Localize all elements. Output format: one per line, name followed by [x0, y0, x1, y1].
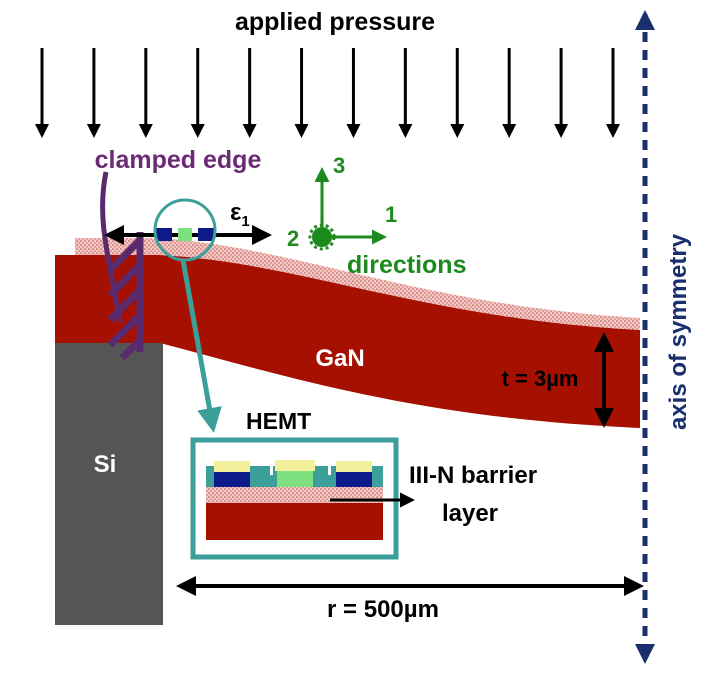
pressure-arrow	[294, 48, 309, 138]
applied-pressure-label: applied pressure	[235, 8, 435, 36]
directions-label: directions	[347, 251, 466, 279]
direction-2-label: 2	[287, 226, 299, 251]
inset-source-metal	[214, 461, 250, 472]
barrier-label-line1: III-N barrier	[409, 462, 537, 489]
pressure-arrow	[606, 48, 620, 138]
inset-gate-metal	[275, 460, 315, 471]
pressure-arrow	[554, 48, 569, 138]
si-label: Si	[94, 451, 117, 478]
pressure-arrow	[242, 48, 257, 138]
si-substrate	[55, 340, 163, 625]
radius-label: r = 500µm	[327, 596, 439, 623]
pressure-arrow	[346, 48, 361, 138]
directions-axes	[308, 167, 387, 251]
clamped-edge-label: clamped edge	[95, 146, 262, 174]
direction-1-label: 1	[385, 202, 397, 227]
epsilon-label: ε1	[230, 199, 250, 230]
pressure-arrow	[190, 48, 205, 138]
mini-source-contact	[156, 228, 172, 241]
gan-membrane	[55, 255, 640, 428]
pressure-arrow	[502, 48, 517, 138]
barrier-label-line2: layer	[442, 500, 498, 527]
hemt-label: HEMT	[246, 408, 311, 434]
pressure-arrow	[35, 48, 49, 138]
barrier-layer	[75, 238, 640, 330]
thickness-label: t = 3µm	[502, 366, 579, 391]
pressure-arrow	[86, 48, 101, 138]
inset-source-contact	[214, 472, 250, 487]
gan-label: GaN	[315, 345, 364, 372]
pressure-arrow	[138, 48, 153, 138]
direction-3-label: 3	[333, 153, 345, 178]
axis-of-symmetry-label: axis of symmetry	[665, 233, 692, 430]
pressure-arrow	[450, 48, 465, 138]
inset-gate-channel	[277, 470, 313, 487]
inset-gan	[206, 503, 383, 540]
pressure-arrow	[398, 48, 413, 138]
mini-gate	[178, 228, 192, 241]
pressure-arrows	[35, 48, 620, 138]
inset-drain-metal	[336, 461, 372, 472]
inset-drain-contact	[336, 472, 372, 487]
magnifier-pointer	[180, 259, 222, 433]
direction-2-marker	[312, 227, 332, 247]
mini-drain-contact	[198, 228, 214, 241]
